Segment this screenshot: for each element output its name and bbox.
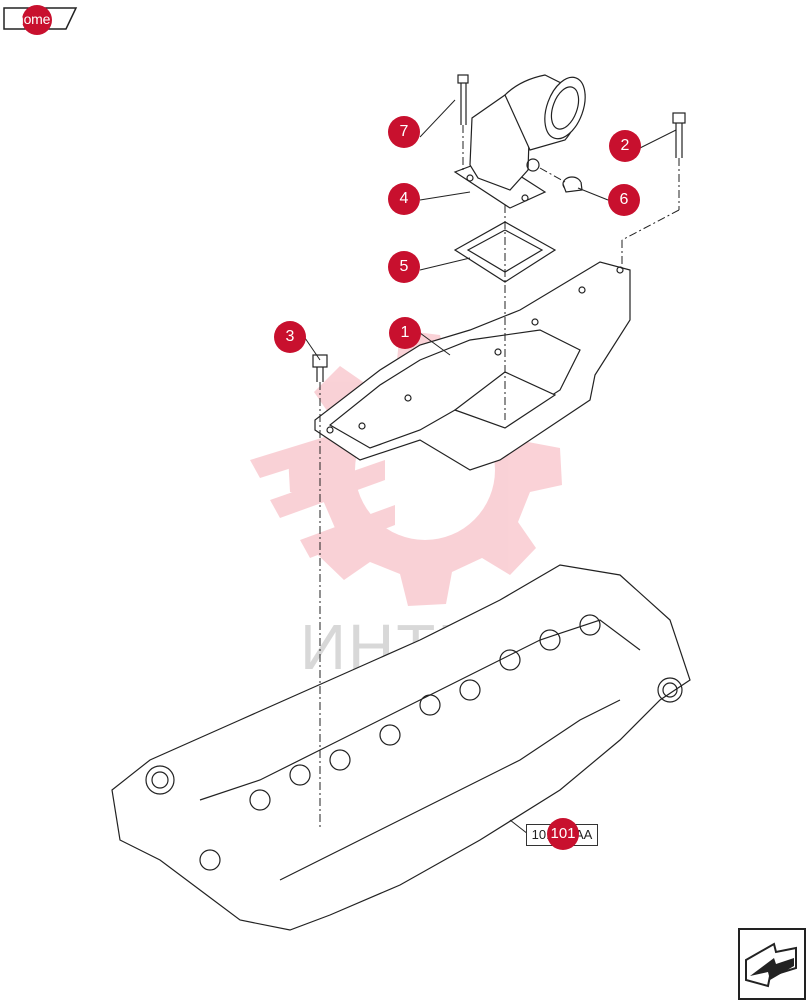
center-lines [319,125,680,830]
screw-3-part [312,354,328,382]
callout-2[interactable]: 2 [609,130,641,162]
callout-5[interactable]: 5 [388,251,420,283]
callout-7[interactable]: 7 [388,116,420,148]
home-button[interactable]: home [2,5,78,35]
intake-manifold-part [314,261,631,471]
leader-lines [304,99,677,835]
cylinder-head-part [111,564,691,931]
arrow-next-icon [745,942,797,988]
callout-4[interactable]: 4 [388,183,420,215]
gasket-part [453,221,557,283]
callout-3[interactable]: 3 [274,321,306,353]
plug-part [562,176,583,193]
home-label: home [16,11,51,27]
next-page-button[interactable] [738,928,806,1000]
elbow-outlet-part [453,74,586,209]
home-dot [22,5,52,35]
callout-1[interactable]: 1 [389,317,421,349]
callout-6[interactable]: 6 [608,184,640,216]
screw-2-part [672,112,686,158]
screw-7-part [457,74,469,125]
reference-callout[interactable]: 101 [547,818,579,850]
